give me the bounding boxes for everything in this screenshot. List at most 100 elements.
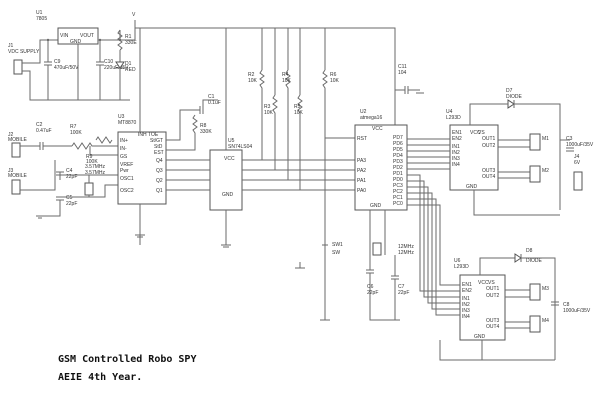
u3-pin: GS (120, 154, 128, 160)
u1-vin: VIN (60, 33, 69, 39)
u2-pin: PA3 (357, 158, 366, 164)
u2-ref: U2 (360, 109, 367, 115)
r1-value: 330E (125, 40, 137, 46)
c5-value: 22pF (66, 201, 77, 207)
c3-ref: C3 (566, 136, 573, 142)
r2-ref: R2 (248, 72, 255, 78)
u3-pin: Q1 (156, 188, 163, 194)
u4-pin: IN2 (452, 150, 460, 156)
u3-pin: INH (138, 132, 147, 138)
u2-pin: PC0 (393, 201, 403, 207)
c8-value: 1000uF/35V (563, 308, 591, 314)
r1-ref: R1 (125, 34, 132, 40)
d8-value: DIODE (526, 258, 543, 264)
c7-ref: C7 (398, 284, 405, 290)
r7-ref: R7 (70, 124, 77, 130)
u2-gnd: GND (370, 203, 382, 209)
xtal1-crystal (84, 182, 94, 196)
u6-pin: OUT1 (486, 286, 500, 292)
u3-pin: IN- (120, 146, 127, 152)
j1-ref: J1 (8, 43, 14, 49)
m2-ref: M2 (542, 168, 549, 174)
dtmf-input-section: J2 MOBILE J3 MOBILE C2 0.47uF R7 100K R9… (8, 28, 221, 238)
d7-ref: D7 (506, 88, 513, 94)
u6-pin: OUT2 (486, 293, 500, 299)
u6-pin: VS (488, 280, 495, 286)
u2-part: atmega16 (360, 115, 382, 121)
c2-ref: C2 (36, 122, 43, 128)
u4-pin: OUT4 (482, 174, 496, 180)
c8-ref: C8 (563, 302, 570, 308)
u6-pin: OUT3 (486, 318, 500, 324)
r4-value: 10K (282, 78, 292, 84)
u6-pin: OUT4 (486, 324, 500, 330)
m1-ref: M1 (542, 136, 549, 142)
d7-value: DIODE (506, 94, 523, 100)
u6-part: L293D (454, 264, 469, 270)
u3-pin: OSC1 (120, 176, 134, 182)
u2-pin: PD5 (393, 147, 403, 153)
r5-value: 10K (294, 110, 304, 116)
c5-ref: C5 (66, 195, 73, 201)
u6-pin: EN2 (462, 288, 472, 294)
j3-connector (11, 179, 21, 195)
vcc-label: V (132, 12, 136, 18)
u4-pin: GND (466, 184, 478, 190)
r3-ref: R3 (264, 104, 271, 110)
j4-label: 6V (574, 160, 581, 166)
u4-pin: IN3 (452, 156, 460, 162)
d1-led-icon (115, 61, 125, 69)
u6-l293d (459, 274, 506, 341)
r9-ref: R9 (86, 154, 93, 160)
u5-gnd: GND (222, 192, 234, 198)
xtal1b-value: 3.57MHz (85, 170, 106, 176)
c11-ref: C11 (398, 64, 407, 70)
m4-motor (529, 315, 541, 333)
u4-pin: OUT3 (482, 168, 496, 174)
caption-title: GSM Controlled Robo SPY (58, 354, 196, 365)
u3-pin: IN+ (120, 138, 128, 144)
u6-pin: IN4 (462, 314, 470, 320)
u3-pin: StD (154, 144, 163, 150)
r6-ref: R6 (330, 72, 337, 78)
c1-ref: C1 (208, 94, 215, 100)
r2-value: 10K (248, 78, 258, 84)
u2-vcc: VCC (372, 126, 383, 132)
sw1-label: SW (332, 250, 340, 256)
u6-pin: IN1 (462, 296, 470, 302)
u2-pin: PD6 (393, 141, 403, 147)
c6-ref: C6 (367, 284, 374, 290)
u3-pin: Q4 (156, 158, 163, 164)
u3-part: MT8870 (118, 120, 137, 126)
u1-part: 7805 (36, 16, 47, 22)
u3-pin: OSC2 (120, 188, 134, 194)
m1-motor (529, 133, 541, 151)
u5-vcc: VCC (224, 156, 235, 162)
r5-ref: R5 (294, 104, 301, 110)
u2-pin: PD3 (393, 159, 403, 165)
u6-ref: U6 (454, 258, 461, 264)
r4-ref: R4 (282, 72, 289, 78)
u2-pin: PD7 (393, 135, 403, 141)
c4-ref: C4 (66, 168, 73, 174)
j3-ref: J3 (8, 168, 14, 174)
u4-pin: VCC (470, 130, 481, 136)
sw1-ref: SW1 (332, 242, 343, 248)
u3-pin: Pwr (120, 168, 129, 174)
m3-ref: M3 (542, 286, 549, 292)
u1-vout: VOUT (80, 33, 94, 39)
u3-pin: Q3 (156, 168, 163, 174)
c3-value: 1000uF/35V (566, 142, 594, 148)
u6-pin: IN2 (462, 302, 470, 308)
power-supply-section: J1 VDC SUPPLY U1 7805 VIN VOUT GND C9 47… (8, 10, 396, 130)
d1-ref: D1 (125, 61, 132, 67)
c1-value: 0.1uF (208, 100, 221, 106)
u4-pin: VS (478, 130, 485, 136)
j2-connector (11, 142, 21, 158)
u2-pin: PD4 (393, 153, 403, 159)
c9-ref: C9 (54, 59, 61, 65)
caption-subtitle: AEIE 4th Year. (58, 372, 142, 383)
j2-ref: J2 (8, 132, 14, 138)
u2-pin: PD0 (393, 177, 403, 183)
m4-ref: M4 (542, 318, 549, 324)
